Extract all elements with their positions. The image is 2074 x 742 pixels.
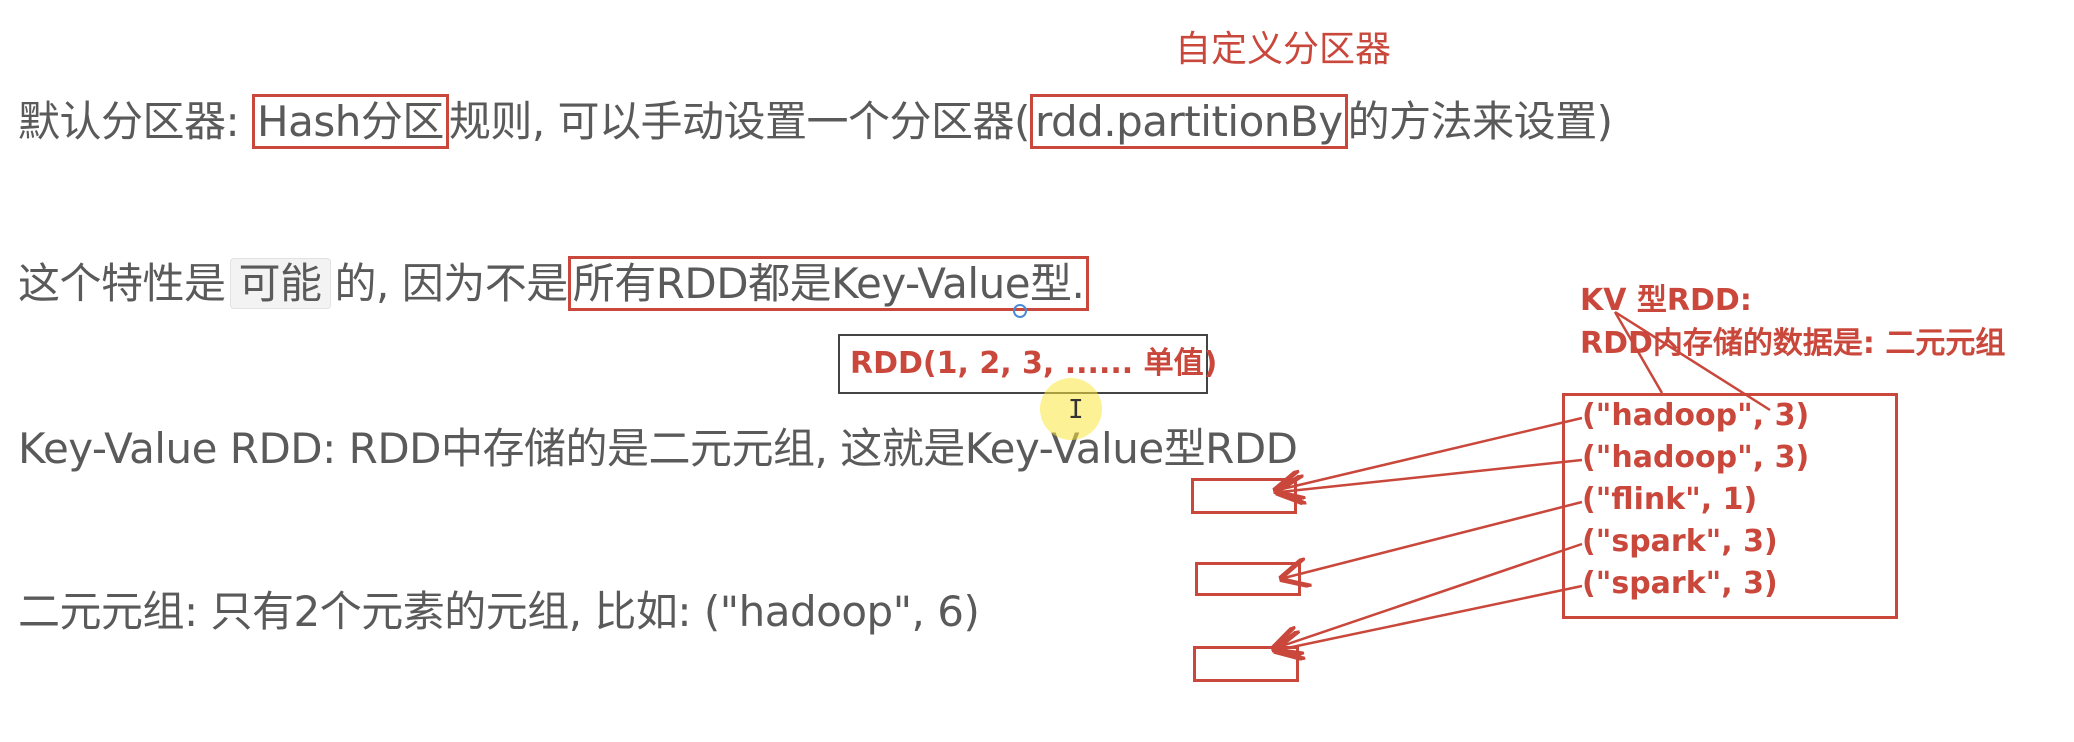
kv-pointer-line-2 (1614, 310, 1771, 412)
note-line-default-partitioner: 默认分区器: Hash分区规则, 可以手动设置一个分区器(rdd.partiti… (18, 88, 1613, 149)
arrow-hadoop-2 (1280, 458, 1583, 492)
single-value-rdd-box: RDD(1, 2, 3, ...... 单值) (838, 334, 1217, 394)
line2-prefix: 这个特性是 (18, 259, 226, 308)
tuple-item: ("hadoop", 3) (1582, 398, 1810, 433)
loading-ring-icon (1013, 304, 1027, 318)
hash-partition-highlight: Hash分区 (252, 94, 449, 149)
kv-rdd-description: RDD内存储的数据是: 二元元组 (1580, 326, 2006, 361)
note-line-feature: 这个特性是可能的, 因为不是所有RDD都是Key-Value型. (18, 250, 1090, 311)
tuple-item: ("flink", 1) (1582, 482, 1758, 517)
inline-code-chip: 可能 (229, 258, 331, 309)
line2-middle: 的, 因为不是 (334, 259, 569, 308)
arrow-flink (1284, 500, 1583, 578)
custom-partitioner-label: 自定义分区器 (1175, 29, 1392, 70)
kv-rdd-title: KV 型RDD: (1580, 283, 1752, 318)
tuple-item: ("spark", 3) (1582, 566, 1778, 601)
partitionby-highlight: rdd.partitionBy (1029, 94, 1348, 149)
kv-rdd-highlight: 所有RDD都是Key-Value型. (567, 256, 1090, 311)
cursor-highlight (1040, 378, 1102, 440)
kv-pointer-line-1 (1613, 311, 1664, 394)
line1-prefix: 默认分区器: (18, 97, 253, 146)
note-line-tuple: 二元元组: 只有2个元素的元组, 比如: ("hadoop", 6) (18, 587, 980, 636)
line1-middle: 规则, 可以手动设置一个分区器( (448, 97, 1031, 146)
arrow-hadoop-1 (1278, 416, 1583, 490)
arrow-spark-1 (1276, 542, 1583, 648)
tuple-item: ("spark", 3) (1582, 524, 1778, 559)
partition-box-3 (1193, 646, 1299, 682)
line1-suffix: 的方法来设置) (1347, 97, 1613, 146)
text-cursor-icon: I (1068, 395, 1084, 425)
arrow-spark-2 (1278, 584, 1583, 650)
tuple-item: ("hadoop", 3) (1582, 440, 1810, 475)
